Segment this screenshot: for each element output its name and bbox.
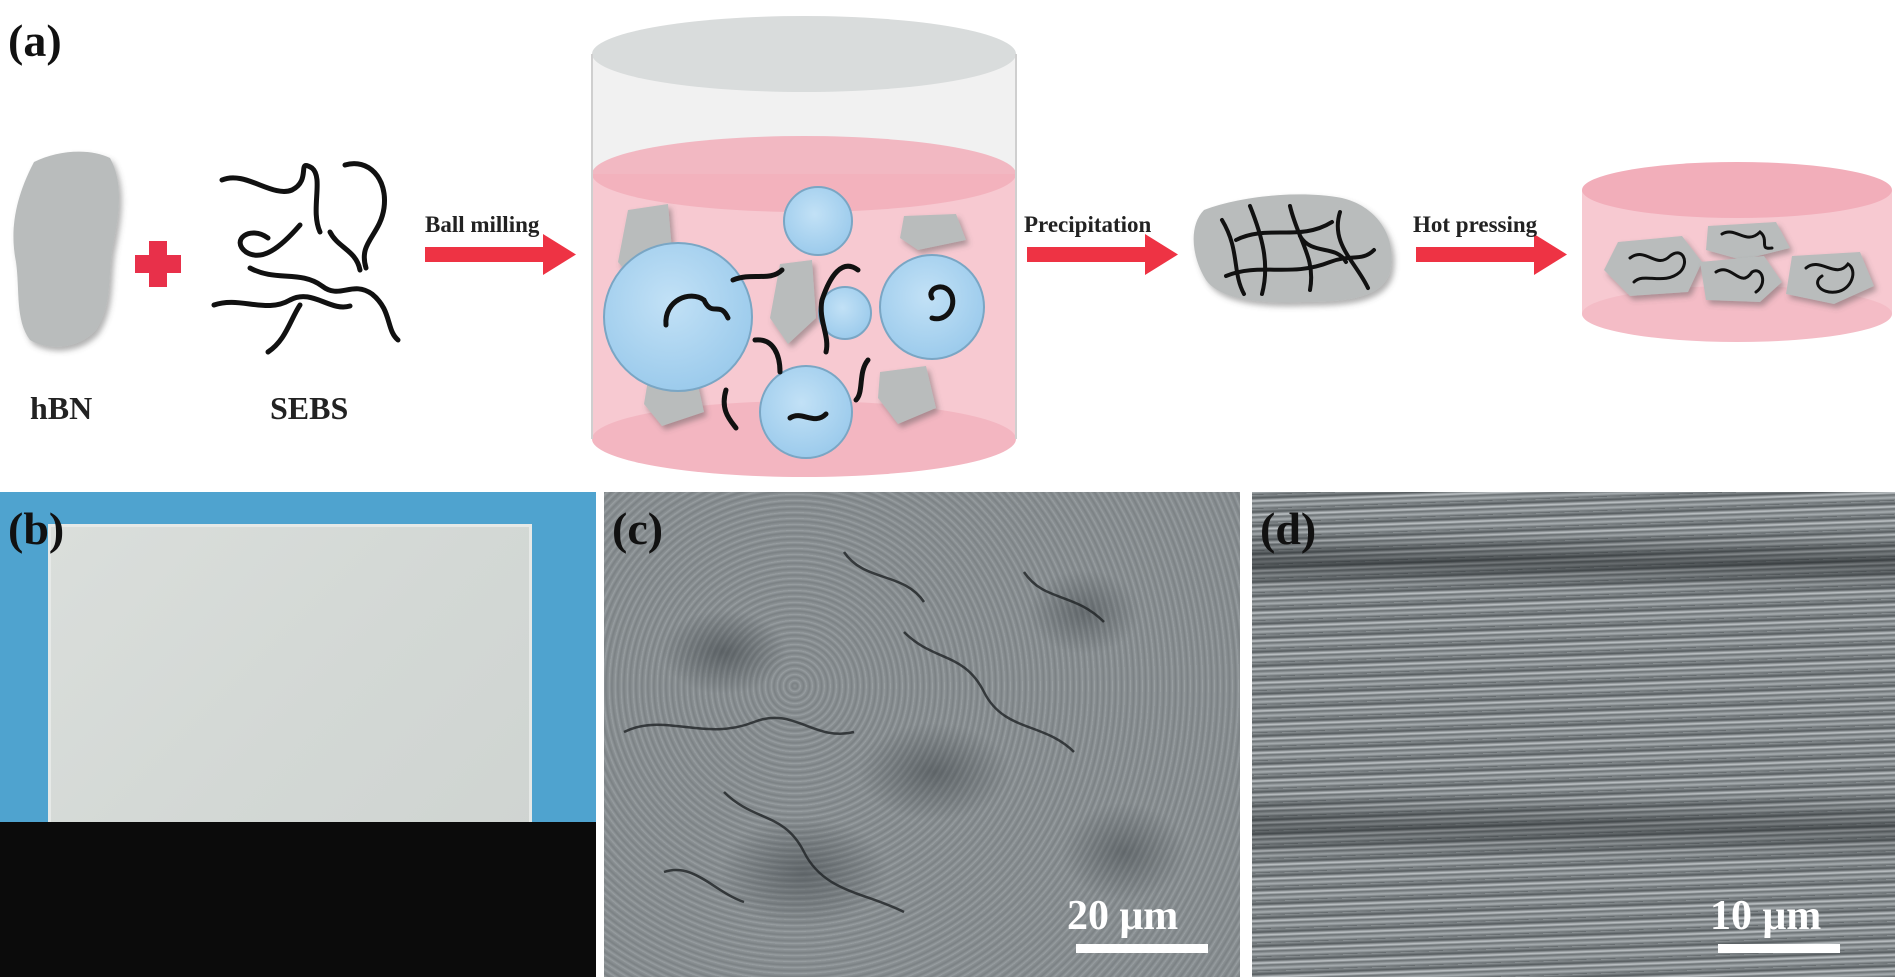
sem-dark-band-d bbox=[1252, 532, 1895, 592]
process-scheme bbox=[13, 16, 1892, 477]
arrow-hot-pressing-icon bbox=[1416, 234, 1567, 275]
sebs-chains-icon bbox=[211, 161, 401, 355]
panel-label-c: (c) bbox=[612, 503, 664, 554]
step-precipitation-label: Precipitation bbox=[1024, 212, 1152, 237]
hbn-flake-icon bbox=[13, 151, 119, 347]
hbn-label: hBN bbox=[30, 390, 93, 426]
sample-photo bbox=[0, 492, 596, 977]
plus-icon bbox=[135, 241, 181, 287]
sample-sheet bbox=[48, 524, 532, 854]
step-hot-pressing-label: Hot pressing bbox=[1413, 212, 1538, 237]
step-ball-milling-label: Ball milling bbox=[425, 212, 540, 237]
sem-dark-band-d2 bbox=[1252, 792, 1895, 862]
scale-bar-c bbox=[1076, 944, 1208, 953]
precipitate-icon bbox=[1193, 194, 1392, 303]
panel-label-d: (d) bbox=[1260, 503, 1317, 554]
scale-bar-label-d: 10 μm bbox=[1710, 893, 1822, 939]
milling-jar-icon bbox=[591, 16, 1017, 477]
sem-cracks-c bbox=[623, 551, 1105, 914]
ruler-strip bbox=[0, 822, 596, 977]
panel-label-a: (a) bbox=[8, 15, 62, 66]
scale-bar-label-c: 20 μm bbox=[1067, 893, 1179, 939]
sem-image-c bbox=[604, 492, 1240, 977]
scale-bar-d bbox=[1718, 944, 1840, 953]
arrow-precipitation-icon bbox=[1027, 234, 1178, 275]
panel-label-b: (b) bbox=[8, 503, 65, 554]
pressed-sample-icon bbox=[1582, 162, 1892, 342]
arrow-ball-milling-icon bbox=[425, 234, 576, 275]
sem-image-d bbox=[1252, 492, 1895, 977]
sebs-label: SEBS bbox=[270, 390, 349, 426]
